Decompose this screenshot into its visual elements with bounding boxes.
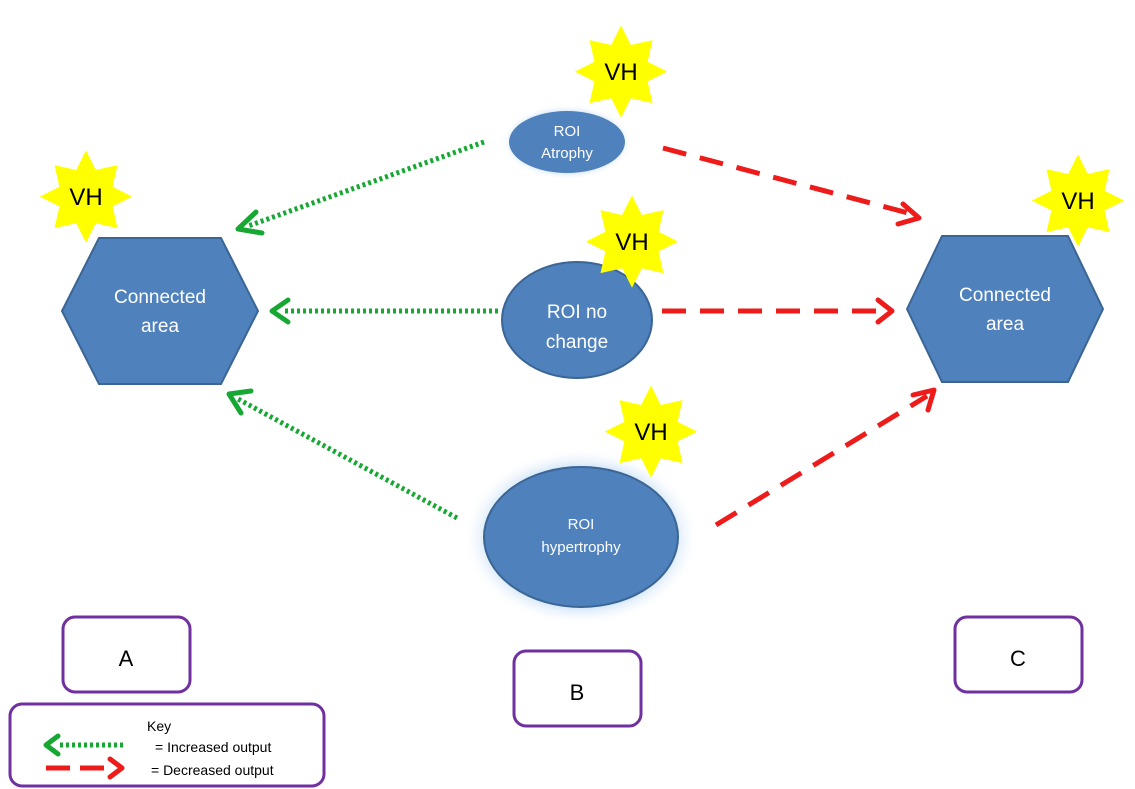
arrowhead-icon: [895, 201, 922, 227]
roi-hypertrophy-node: ROI hypertrophy: [483, 466, 679, 608]
panel-box-frame: [61, 615, 192, 694]
roi-atrophy-ellipse: [509, 111, 625, 173]
star-icon: [39, 150, 133, 243]
vh-star-hypertrophy: VH: [604, 385, 698, 478]
panel-label-b: B: [570, 680, 585, 705]
roi-atrophy-node: ROI Atrophy: [509, 111, 625, 173]
panel-box-frame: [953, 615, 1084, 694]
legend-decrease-arrowhead-icon: [107, 756, 125, 780]
arrowhead-icon: [235, 209, 265, 236]
arrow-atrophy-to-right: [662, 145, 913, 217]
panel-box-b: B: [512, 649, 643, 728]
decrease-arrowheads: [875, 201, 937, 413]
legend-title: Key: [147, 718, 171, 734]
node-label-line2: Atrophy: [541, 145, 593, 162]
panel-box-c: C: [953, 615, 1084, 694]
legend-increase-arrowhead-icon: [43, 733, 61, 757]
decrease-arrows: [662, 145, 929, 528]
arrow-atrophy-to-left: [247, 139, 485, 229]
arrowhead-icon: [269, 297, 291, 325]
increase-arrowheads: [226, 209, 291, 416]
vh-label: VH: [634, 419, 667, 446]
panel-label-a: A: [119, 646, 134, 671]
node-label-line1: ROI no: [547, 302, 607, 323]
node-label-line2: hypertrophy: [541, 539, 621, 556]
vh-label: VH: [1061, 188, 1094, 215]
vh-star-left-area: VH: [39, 150, 133, 243]
node-label-line2: area: [986, 314, 1024, 335]
vh-label: VH: [69, 184, 102, 211]
panel-box-a: A: [61, 615, 192, 694]
arrowhead-icon: [226, 388, 254, 416]
legend-increase-label: = Increased output: [155, 739, 271, 755]
arrow-hypertrophy-to-right: [714, 393, 929, 528]
node-label-line1: ROI: [554, 123, 581, 140]
legend-key: Key = Increased output = Decreased outpu…: [8, 702, 326, 788]
hexagon-shape: [60, 237, 260, 385]
legend-decrease-label: = Decreased output: [151, 762, 274, 778]
node-label-line1: Connected: [959, 285, 1051, 306]
roi-no-change-ellipse: [501, 261, 653, 379]
arrow-hypertrophy-to-left: [236, 396, 459, 521]
panel-box-frame: [512, 649, 643, 728]
star-icon: [1031, 154, 1125, 247]
node-label-line1: ROI: [568, 516, 595, 533]
star-icon: [585, 195, 679, 288]
vh-star-no-change: VH: [585, 195, 679, 288]
star-icon: [604, 385, 698, 478]
roi-hypertrophy-ellipse: [483, 466, 679, 608]
node-label-line1: Connected: [114, 287, 206, 308]
connected-area-right: Connected area: [905, 235, 1105, 383]
vh-star-atrophy: VH: [574, 25, 668, 118]
node-label-line2: area: [141, 316, 179, 337]
roi-no-change-node: ROI no change: [501, 261, 653, 379]
vh-label: VH: [604, 59, 637, 86]
increase-arrows: [236, 139, 498, 521]
star-icon: [574, 25, 668, 118]
vh-star-right-area: VH: [1031, 154, 1125, 247]
connected-area-left: Connected area: [60, 237, 260, 385]
vh-label: VH: [615, 229, 648, 256]
hexagon-shape: [905, 235, 1105, 383]
panel-label-c: C: [1010, 646, 1026, 671]
arrowhead-icon: [875, 297, 895, 325]
node-label-line2: change: [546, 332, 608, 353]
arrowhead-icon: [910, 387, 937, 413]
